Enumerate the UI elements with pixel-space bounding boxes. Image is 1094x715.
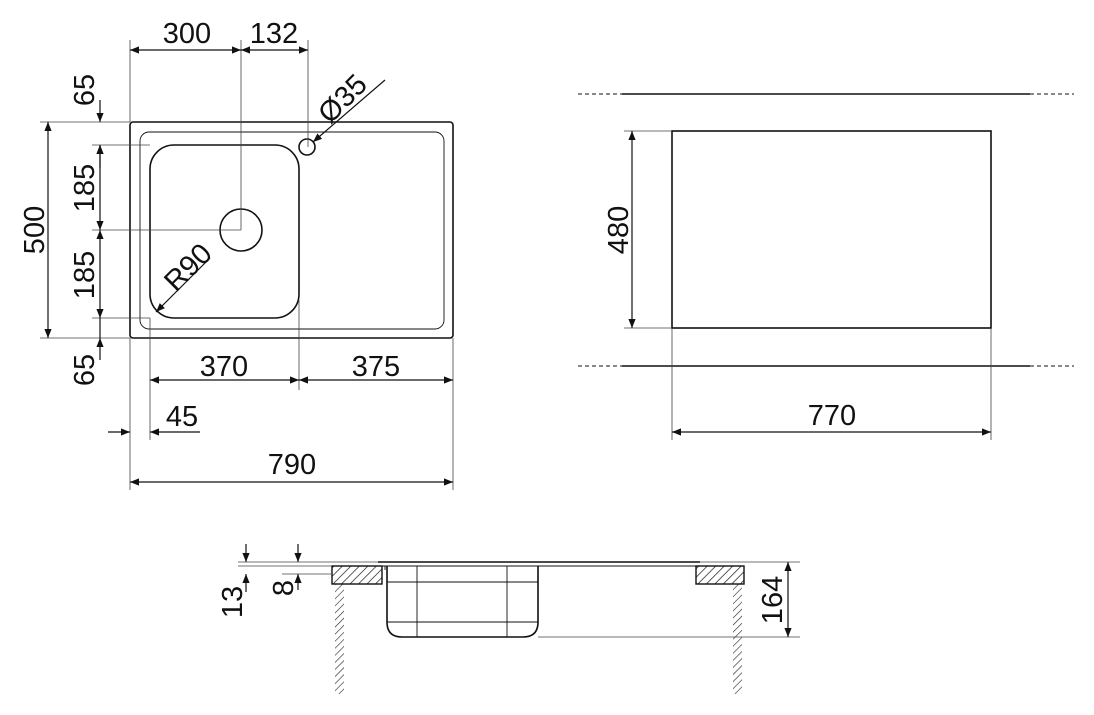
sink-rim (139, 131, 445, 330)
dim-radius-label: R90 (158, 238, 218, 298)
dim-185-lower-label: 185 (69, 251, 101, 299)
dim-65-top-label: 65 (69, 74, 101, 106)
dim-45-label: 45 (166, 401, 198, 433)
dim-185-upper-label: 185 (69, 164, 101, 212)
dim-770-label: 770 (808, 400, 856, 432)
right-cabinet-wall (733, 584, 742, 694)
cutout-rectangle (671, 130, 992, 329)
dim-164-label: 164 (757, 576, 789, 624)
bowl-section (386, 566, 539, 638)
cutout-view: 480 770 (578, 93, 1074, 440)
section-view: 13 8 164 (217, 544, 800, 694)
sink-bowl (149, 144, 300, 319)
dim-790-label: 790 (268, 449, 316, 481)
dim-diameter-label: Ø35 (312, 69, 373, 130)
worktop-left (331, 565, 383, 585)
dim-300-label: 300 (163, 18, 211, 50)
left-cabinet-wall (335, 584, 344, 694)
dim-375-label: 375 (352, 351, 400, 383)
dim-13-label: 13 (217, 586, 249, 618)
top-view: 300 132 Ø35 65 185 185 65 500 R90 370 37… (19, 18, 454, 490)
dim-65-bottom-label: 65 (69, 354, 101, 386)
tap-hole (298, 138, 316, 156)
dim-480-label: 480 (603, 206, 635, 254)
dim-8-label: 8 (268, 580, 300, 596)
dim-370-label: 370 (200, 351, 248, 383)
dim-500-label: 500 (19, 206, 51, 254)
worktop-right (695, 565, 745, 585)
dim-132-label: 132 (250, 18, 298, 50)
